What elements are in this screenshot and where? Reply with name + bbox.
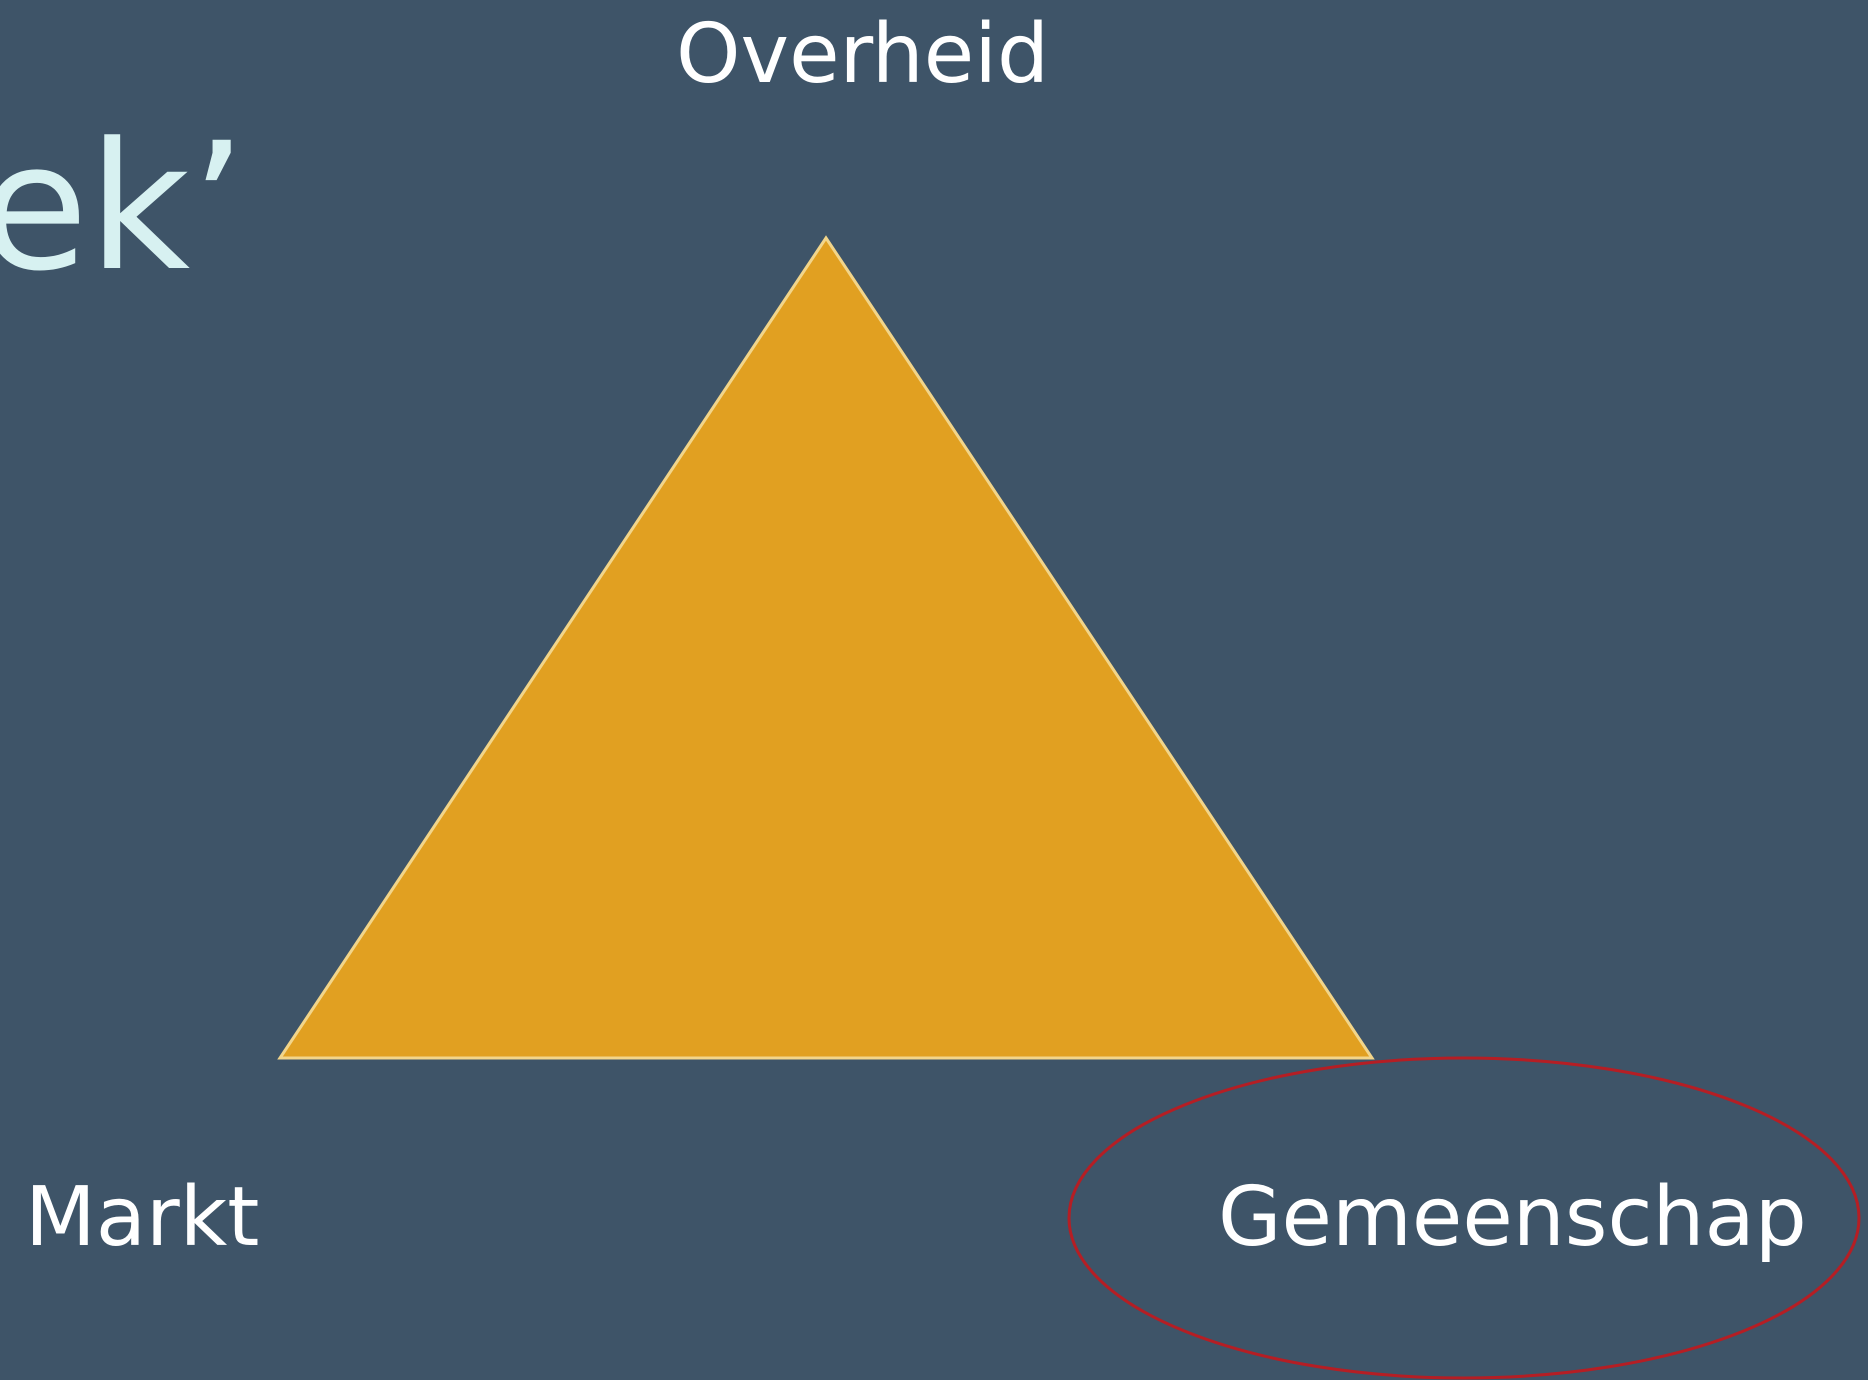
corner-label-overheid: Overheid — [676, 7, 1050, 102]
gemeenschap-highlight-ellipse — [1067, 1056, 1861, 1380]
governance-triangle — [277, 235, 1375, 1060]
corner-label-gemeenschap: Gemeenschap — [1218, 1170, 1807, 1265]
corner-label-markt: Markt — [25, 1170, 260, 1265]
slide-title-fragment: ek’ — [0, 105, 247, 310]
